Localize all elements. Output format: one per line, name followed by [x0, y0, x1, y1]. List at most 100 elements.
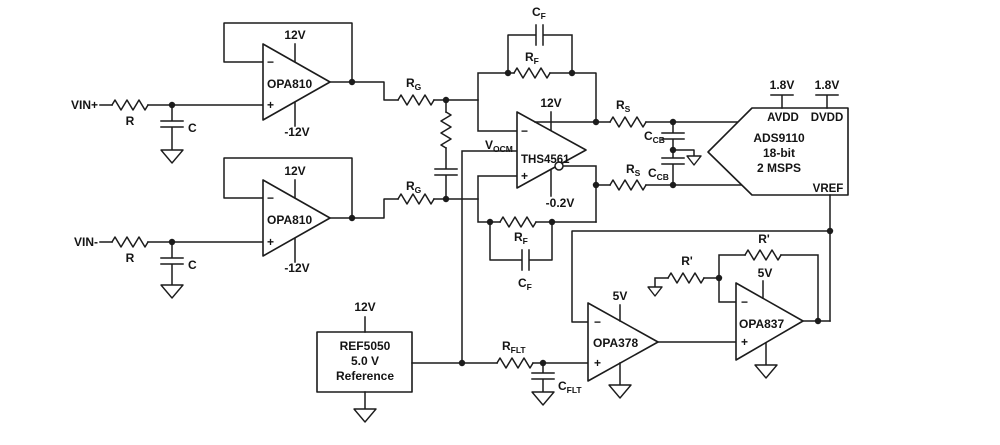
resistor-rg — [397, 94, 435, 106]
rf-top-label: RF — [525, 50, 539, 66]
c-label: C — [188, 258, 197, 272]
opamp-triangle — [262, 43, 331, 121]
wire — [99, 241, 264, 286]
plus-marker: + — [594, 356, 601, 370]
junction-dot — [458, 359, 466, 367]
supply-neg-label: -12V — [284, 125, 309, 139]
vin-plus-label: VIN+ — [71, 98, 98, 112]
ref-supply-label: 12V — [354, 300, 375, 314]
fda-name: THS4561 — [521, 154, 570, 166]
reference-buffer-amp: 5V OPA378 − + — [571, 230, 831, 399]
plus-marker: + — [267, 98, 274, 112]
supply-pos-label: 12V — [284, 164, 305, 178]
wire — [434, 99, 458, 200]
reference-gain-amp: R' R' 5V OPA837 − + — [647, 232, 831, 379]
adc-name: ADS9110 — [753, 131, 805, 145]
output-wires — [534, 121, 597, 223]
cflt-label: CFLT — [558, 379, 582, 395]
supply-neg-label: -12V — [284, 261, 309, 275]
junction-dot — [539, 359, 547, 367]
ref-voltage: 5.0 V — [351, 354, 379, 368]
resistor-rs-bottom — [609, 179, 647, 191]
vin-minus-label: VIN- — [74, 235, 98, 249]
vocm-label: VOCM — [485, 138, 513, 154]
output-wire — [329, 198, 479, 219]
r-label: R — [126, 114, 135, 128]
output-wire — [329, 81, 479, 101]
junction-dot — [348, 214, 356, 222]
input-filter-positive: VIN+ R C — [71, 98, 264, 164]
supply-label: 5V — [758, 266, 773, 280]
resistor-rs-top — [609, 116, 647, 128]
rf-bottom-label: RF — [514, 230, 528, 246]
opamp-name: OPA810 — [267, 77, 312, 91]
ground-icon — [353, 408, 377, 423]
junction-dot — [592, 181, 600, 189]
ground-icon — [608, 384, 632, 399]
supply-pins — [770, 94, 839, 109]
opamp-name: OPA378 — [593, 336, 638, 350]
fda-triangle — [516, 111, 587, 189]
junction-dot — [715, 274, 723, 282]
feedback-wire — [223, 157, 353, 219]
ground-icon — [531, 391, 555, 406]
opamp-name: OPA837 — [739, 317, 784, 331]
ground-icon — [160, 284, 184, 299]
minus-marker: − — [741, 295, 748, 309]
adc-resolution: 18-bit — [763, 146, 795, 160]
adc-input-filter: RS CCB RS CCB — [595, 98, 743, 191]
cflt-wires — [531, 362, 555, 393]
input-filter-negative: VIN- R C — [74, 235, 264, 299]
minus-marker: − — [594, 315, 601, 329]
minus-marker: − — [267, 191, 274, 205]
fda-stage: 12V -0.2V VOCM THS4561 − + CF RF RF CF — [461, 5, 597, 364]
junction-dot — [592, 118, 600, 126]
buffer-amp-bottom: 12V -12V − + OPA810 RG — [223, 157, 479, 275]
resistor-rf-top — [513, 67, 551, 79]
ground-icon — [160, 149, 184, 164]
junction-dot — [348, 78, 356, 86]
feedback-wire — [223, 22, 353, 83]
junction-dot — [669, 146, 677, 154]
rs-top-label: RS — [616, 98, 631, 114]
junction-dot — [669, 118, 677, 126]
junction-dots — [168, 69, 834, 367]
supply-label: 5V — [613, 289, 628, 303]
plus-marker: + — [741, 335, 748, 349]
junction-dot — [168, 101, 176, 109]
c-label: C — [188, 121, 197, 135]
wire — [99, 104, 264, 151]
adc-rate: 2 MSPS — [757, 161, 801, 175]
adc-outline — [707, 107, 849, 196]
rg-label: RG — [406, 179, 422, 195]
opamp-triangle — [587, 302, 659, 382]
opamp-triangle — [735, 282, 804, 361]
ground-icon — [754, 364, 778, 379]
minus-marker: − — [267, 55, 274, 69]
rflt-label: RFLT — [502, 339, 526, 355]
rg-label: RG — [406, 76, 422, 92]
junction-dot — [568, 69, 576, 77]
junction-dot — [548, 218, 556, 226]
cf-top-label: CF — [532, 5, 546, 21]
buffer-amp-top: 12V -12V − + OPA810 RG — [223, 22, 479, 139]
junction-dot — [486, 218, 494, 226]
supply-neg-label: -0.2V — [546, 196, 575, 210]
junction-dot — [442, 96, 450, 104]
junction-dot — [504, 69, 512, 77]
lower-feedback-wires — [477, 175, 597, 271]
minus-marker: − — [521, 124, 528, 138]
ground-icon — [647, 286, 663, 297]
resistor-rflt — [496, 357, 534, 369]
differential-input-filter — [434, 99, 458, 200]
upper-feedback-wires — [477, 24, 597, 132]
ground-icon — [686, 155, 702, 166]
resistor-rf-bottom — [499, 216, 537, 228]
opamp-name: OPA810 — [267, 213, 312, 227]
adc-block: 1.8V 1.8V AVDD DVDD ADS9110 18-bit 2 MSP… — [707, 78, 849, 322]
resistor-vertical — [440, 111, 452, 149]
avdd-pin-label: AVDD — [767, 112, 799, 124]
resistor-rprime-1 — [667, 272, 705, 284]
feedback-wire — [571, 230, 831, 323]
dvdd-pin-label: DVDD — [811, 112, 844, 124]
